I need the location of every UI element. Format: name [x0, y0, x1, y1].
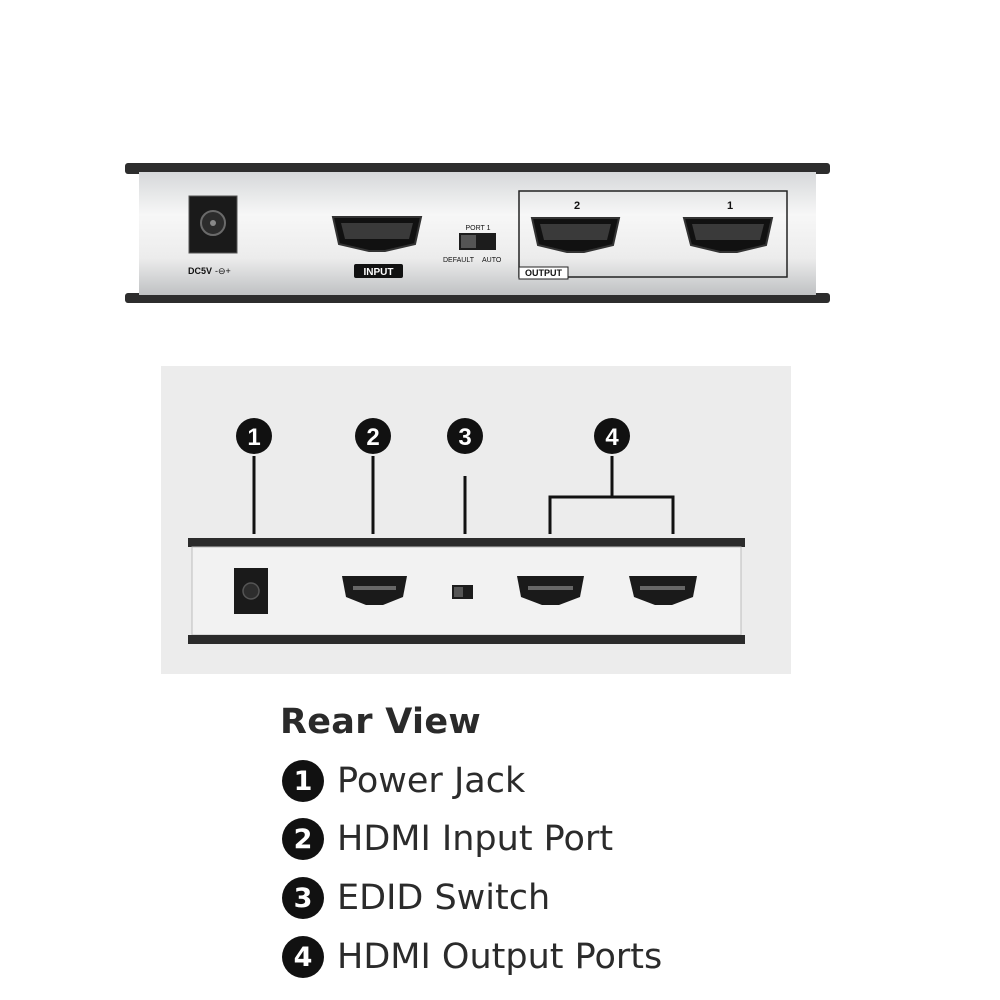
svg-text:4: 4 [605, 424, 619, 451]
dc-polarity-symbol: -⊖+ [215, 266, 231, 276]
switch-auto-label: AUTO [482, 257, 502, 264]
device-top-rail [125, 163, 830, 174]
output-box [518, 190, 788, 278]
callout-badge-4: 4 [594, 418, 630, 454]
switch-default-label: DEFAULT [443, 257, 475, 264]
callout-badge-2: 2 [355, 418, 391, 454]
schematic-edid-switch [452, 585, 473, 599]
hdmi-output-port-1 [682, 217, 774, 253]
input-label: INPUT [364, 267, 394, 278]
rear-view-diagram: 1 2 3 4 [161, 366, 791, 674]
legend-item-hdmi-input: 2 HDMI Input Port [282, 815, 613, 863]
dc-label: DC5V [188, 266, 212, 276]
legend-number-badge: 1 [282, 760, 324, 802]
schematic-hdmi-output-1 [629, 576, 697, 605]
output-2-number: 2 [574, 200, 580, 212]
legend-item-edid-switch: 3 EDID Switch [282, 874, 550, 922]
legend-item-label: HDMI Output Ports [337, 937, 663, 977]
legend-item-power-jack: 1 Power Jack [282, 757, 525, 805]
legend-number-badge: 3 [282, 877, 324, 919]
hdmi-input-port [331, 216, 423, 252]
schematic-bottom-rail [188, 635, 745, 644]
schematic-hdmi-input [342, 576, 407, 605]
schematic-hdmi-output-2 [517, 576, 584, 605]
switch-port-label: PORT 1 [465, 225, 490, 232]
leader-lines [252, 456, 675, 534]
device-rear-photo: DC5V -⊖+ INPUT PORT 1 DEFAULT AUTO OUTPU… [125, 163, 830, 303]
svg-text:1: 1 [247, 424, 260, 451]
legend-title: Rear View [280, 702, 481, 742]
hdmi-output-port-2 [530, 217, 621, 253]
output-label: OUTPUT [525, 268, 563, 278]
legend-item-label: Power Jack [337, 761, 526, 801]
legend-number-badge: 2 [282, 818, 324, 860]
schematic-top-rail [188, 538, 745, 547]
legend-item-hdmi-outputs: 4 HDMI Output Ports [282, 933, 662, 981]
callout-badge-1: 1 [236, 418, 272, 454]
legend-number-badge: 4 [282, 936, 324, 978]
output-1-number: 1 [727, 200, 733, 212]
svg-text:3: 3 [458, 424, 471, 451]
device-bottom-rail [125, 293, 830, 303]
legend-item-label: HDMI Input Port [337, 819, 614, 859]
svg-text:2: 2 [366, 424, 379, 451]
legend-item-label: EDID Switch [337, 878, 551, 918]
callout-badge-3: 3 [447, 418, 483, 454]
